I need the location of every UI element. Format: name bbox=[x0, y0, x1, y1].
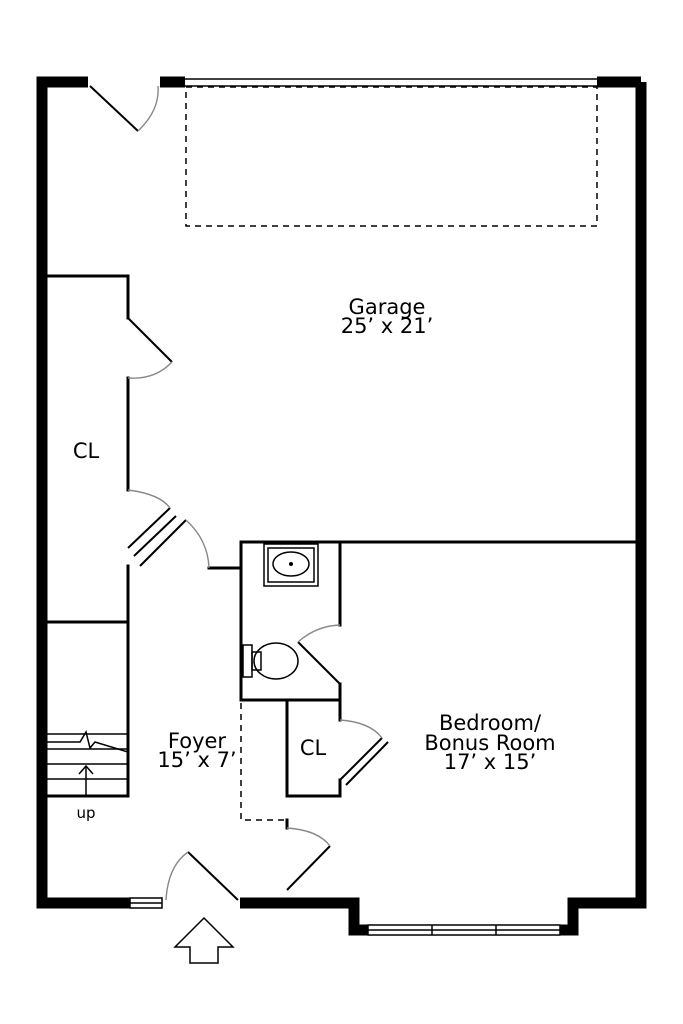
bedroom-size: 17’ x 15’ bbox=[444, 750, 537, 774]
bathroom-sink bbox=[263, 543, 319, 587]
exterior-walls bbox=[36, 76, 647, 936]
front-entry-door[interactable] bbox=[165, 851, 239, 901]
toilet bbox=[242, 642, 299, 680]
garage-foyer-double-door[interactable] bbox=[127, 489, 210, 569]
interior-walls bbox=[45, 274, 636, 830]
garage-door-opening bbox=[185, 78, 598, 227]
stairs bbox=[47, 730, 129, 796]
bathroom-door[interactable] bbox=[297, 624, 341, 685]
small-closet-label: CL bbox=[300, 736, 327, 760]
left-closet-door[interactable] bbox=[127, 317, 173, 379]
bedroom-name-line2: Bonus Room bbox=[424, 731, 555, 755]
small-closet-door[interactable] bbox=[339, 719, 389, 786]
foyer-name: Foyer bbox=[168, 729, 227, 753]
stairs-up-label: up bbox=[76, 804, 95, 822]
bay-window bbox=[367, 924, 561, 936]
bedroom-door[interactable] bbox=[286, 827, 331, 891]
garage-size: 25’ x 21’ bbox=[341, 314, 434, 338]
foyer-window bbox=[129, 897, 163, 909]
garage-name: Garage bbox=[349, 295, 426, 319]
foyer-size: 15’ x 7’ bbox=[157, 748, 236, 772]
entry-arrow-icon bbox=[173, 916, 235, 964]
left-closet-label: CL bbox=[73, 439, 100, 463]
garage-entry-door[interactable] bbox=[89, 85, 159, 132]
bedroom-name-line1: Bedroom/ bbox=[439, 711, 542, 735]
